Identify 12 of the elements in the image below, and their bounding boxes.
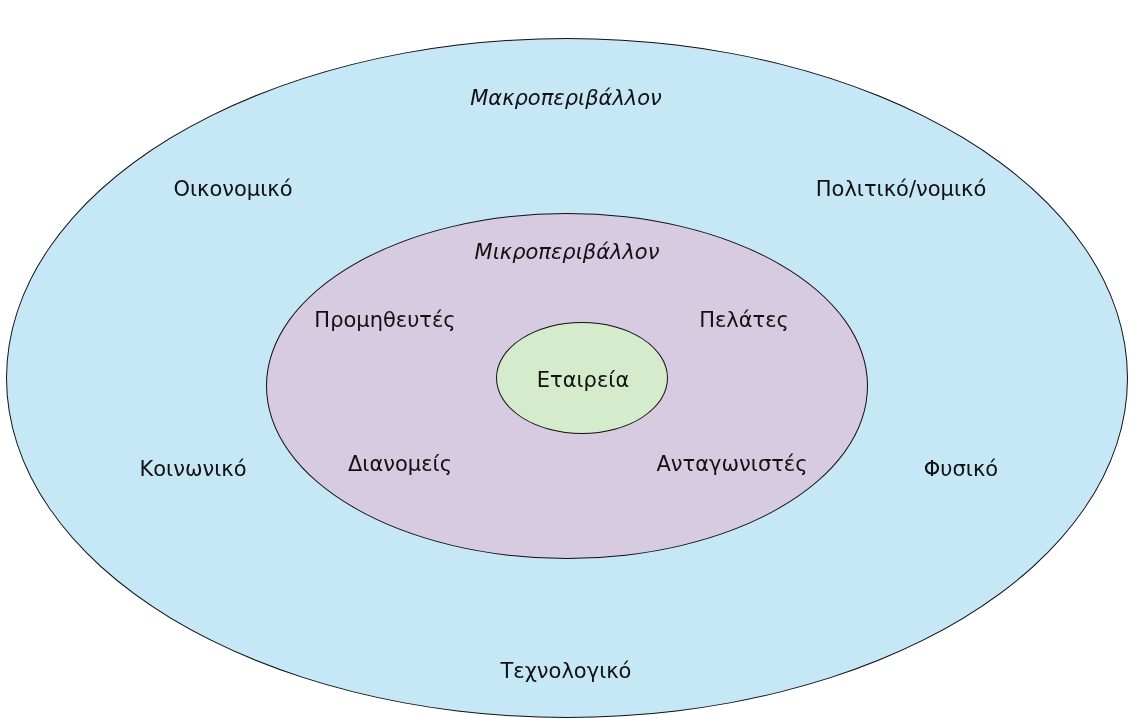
factor-label: Πολιτικό/νομικό (815, 177, 987, 201)
factor-label: Τεχνολογικό (500, 659, 632, 683)
factor-label: Οικονομικό (173, 177, 293, 201)
actor-label: Προμηθευτές (314, 308, 456, 332)
environment-heading: Μακροπεριβάλλον (470, 86, 662, 110)
environment-heading: Μικροπεριβάλλον (474, 240, 660, 264)
factor-label: Κοινωνικό (139, 457, 247, 481)
factor-label: Φυσικό (923, 457, 999, 481)
actor-label: Διανομείς (348, 452, 452, 476)
company-label: Εταιρεία (536, 368, 630, 392)
actor-label: Ανταγωνιστές (656, 452, 808, 476)
actor-label: Πελάτες (699, 308, 789, 332)
